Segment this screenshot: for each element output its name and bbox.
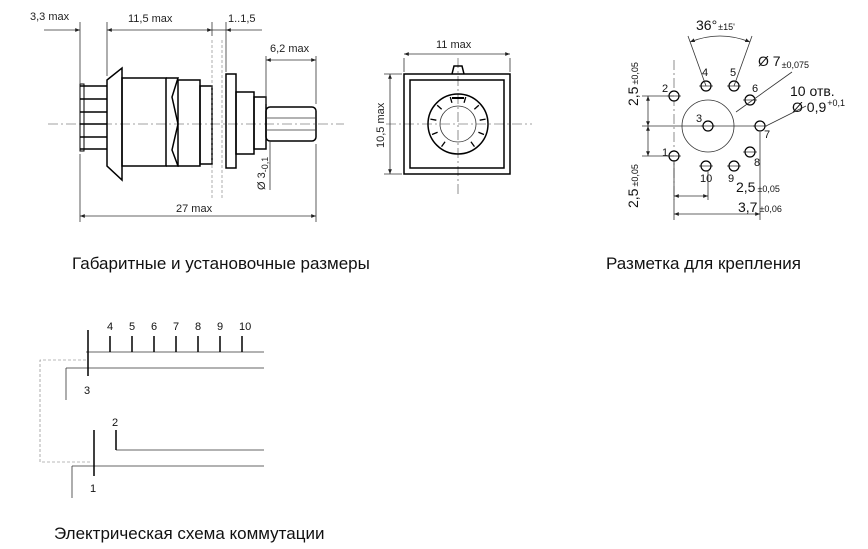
dim-11-5: 11,5 max [128, 13, 173, 25]
side-pins [79, 83, 107, 152]
dial-tick [449, 96, 453, 104]
pin-labels: 1 2 3 4 5 6 7 8 9 10 [662, 67, 770, 185]
circle-dia-label: Ø 7±0,075 [758, 53, 809, 70]
dim-height: 10,5 max [375, 102, 387, 148]
pin-label-1: 1 [90, 483, 96, 495]
dim-6-2: 6,2 max [270, 43, 310, 55]
top-contacts [109, 336, 243, 352]
hole-dia-label: Ø 0,9+0,1 [792, 98, 845, 115]
dim-shaft: Ø 3-0,1 [256, 157, 270, 190]
mounting-holes [667, 80, 767, 172]
front-view: 11 max 10,5 max [375, 39, 532, 196]
marking-pin-label: 4 [702, 67, 708, 79]
dial-tick [441, 141, 446, 148]
contact-label-7: 7 [173, 321, 179, 333]
contact-label-9: 9 [217, 321, 223, 333]
caption-marking: Разметка для крепления [606, 254, 801, 273]
marking-pin-label: 5 [730, 67, 736, 79]
marking-pin-label: 1 [662, 147, 668, 159]
pin-label-3: 3 [84, 385, 90, 397]
marking-pin-label: 9 [728, 173, 734, 185]
dim-bottom-2: 3,7±0,06 [738, 199, 782, 215]
top-pin-labels: 4 5 6 7 8 9 10 [107, 321, 251, 333]
dial-tick [463, 96, 467, 104]
side-view: 3,3 max 11,5 max 1..1,5 6,2 max 27 max Ø… [30, 11, 344, 222]
dim-1-1-5: 1..1,5 [228, 13, 256, 25]
front-dial [427, 93, 489, 155]
marking-pin-label: 7 [764, 129, 770, 141]
marking-view: 1 2 3 4 5 6 7 8 9 10 36°±15' Ø 7±0,075 10 отв. Ø … [625, 17, 845, 220]
dim-left-top: 2,5±0,05 [625, 62, 641, 106]
dial-tick [436, 104, 443, 110]
dial-tick [478, 131, 485, 136]
front-dial-ticks [430, 96, 486, 148]
dim-27: 27 max [176, 203, 213, 215]
marking-pin-label: 8 [754, 157, 760, 169]
dial-tick [431, 131, 438, 136]
caption-circuit: Электрическая схема коммутации [54, 524, 325, 543]
contact-label-8: 8 [195, 321, 201, 333]
dim-bottom-1: 2,5±0,05 [736, 179, 780, 195]
marking-pin-label: 6 [752, 83, 758, 95]
contact-label-5: 5 [129, 321, 135, 333]
dial-tick [473, 104, 480, 110]
pin-label-2: 2 [112, 417, 118, 429]
front-shaft [439, 105, 477, 143]
contact-label-6: 6 [151, 321, 157, 333]
side-body [106, 40, 317, 200]
holes-count-label: 10 отв. [790, 83, 835, 99]
angle-label: 36°±15' [696, 17, 735, 33]
dial-tick [430, 118, 437, 121]
side-dimensions [44, 22, 317, 222]
caption-dimensions: Габаритные и установочные размеры [72, 254, 370, 273]
marking-pin-label: 3 [696, 113, 702, 125]
dim-left-bot: 2,5±0,05 [625, 164, 641, 208]
dim-width: 11 max [436, 39, 472, 51]
marking-pin-label: 10 [700, 173, 712, 185]
dial-tick [470, 141, 475, 148]
marking-pin-label: 2 [662, 83, 668, 95]
dim-3-3: 3,3 max [30, 11, 70, 23]
contact-label-4: 4 [107, 321, 113, 333]
contact-label-10: 10 [239, 321, 251, 333]
circuit-view: 4 5 6 7 8 9 10 3 2 1 [39, 321, 264, 498]
front-inner-frame [409, 79, 505, 169]
front-outer-frame [403, 73, 511, 175]
dial-tick [479, 118, 486, 121]
